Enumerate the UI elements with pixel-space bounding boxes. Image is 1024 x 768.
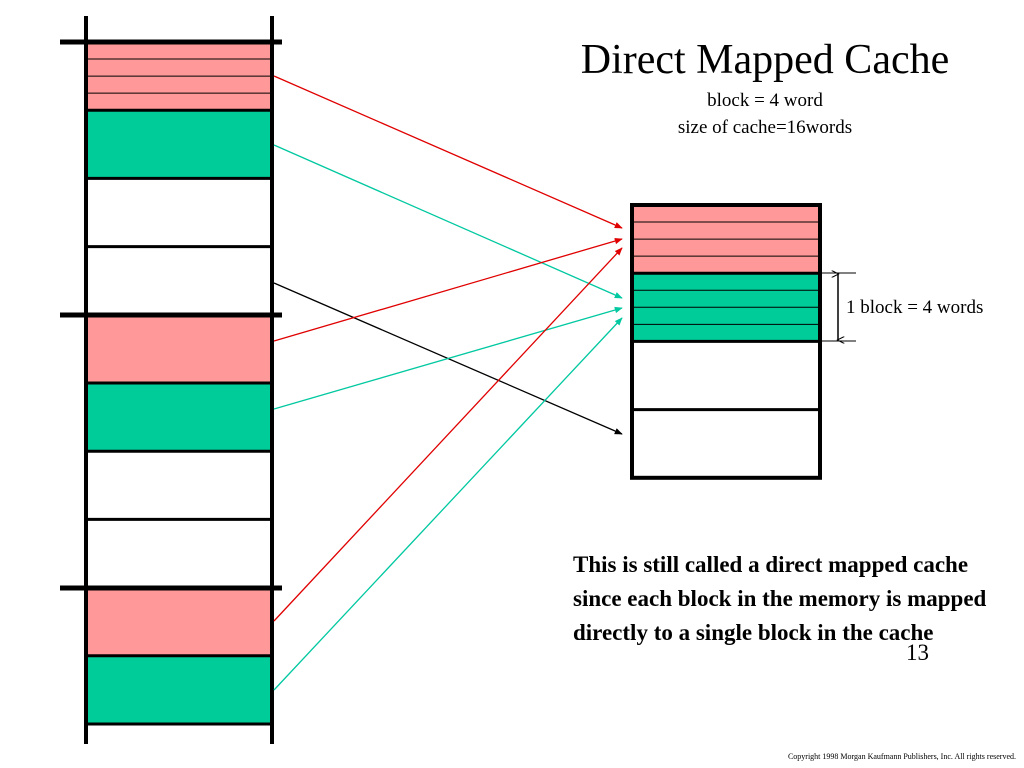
memory-block-green	[86, 655, 272, 724]
memory-block-green	[86, 383, 272, 452]
mapping-arrow-green	[273, 306, 623, 410]
memory-block-white	[86, 246, 272, 315]
memory-block-red	[86, 587, 272, 656]
memory-block-white	[86, 519, 272, 588]
cache-block-white	[632, 341, 820, 410]
copyright-notice: Copyright 1998 Morgan Kaufmann Publisher…	[787, 752, 1016, 761]
mapping-arrow-red	[273, 75, 623, 229]
memory-block-green	[86, 110, 272, 179]
mapping-arrow-red	[273, 237, 623, 342]
block-size-label: 1 block = 4 words	[846, 297, 984, 318]
mapping-arrow-red	[273, 247, 623, 622]
memory-block-red	[86, 314, 272, 383]
memory-block-white	[86, 178, 272, 247]
memory-column	[60, 16, 282, 744]
cache-outline	[630, 203, 822, 480]
subtitle-cache-size: size of cache=16words	[677, 117, 853, 138]
memory-block-white	[86, 451, 272, 520]
page-number: 13	[906, 640, 929, 665]
slide-title: Direct Mapped Cache	[580, 37, 950, 83]
mapping-arrows	[273, 75, 623, 691]
block-size-dimension	[822, 273, 856, 341]
cache-column	[630, 203, 822, 480]
mapping-arrow-green	[273, 317, 623, 691]
mapping-arrow-green	[273, 144, 623, 299]
cache-block-white	[632, 409, 820, 478]
explanation-note: This is still called a direct mapped cac…	[573, 552, 987, 645]
subtitle-block-size: block = 4 word	[707, 90, 823, 111]
